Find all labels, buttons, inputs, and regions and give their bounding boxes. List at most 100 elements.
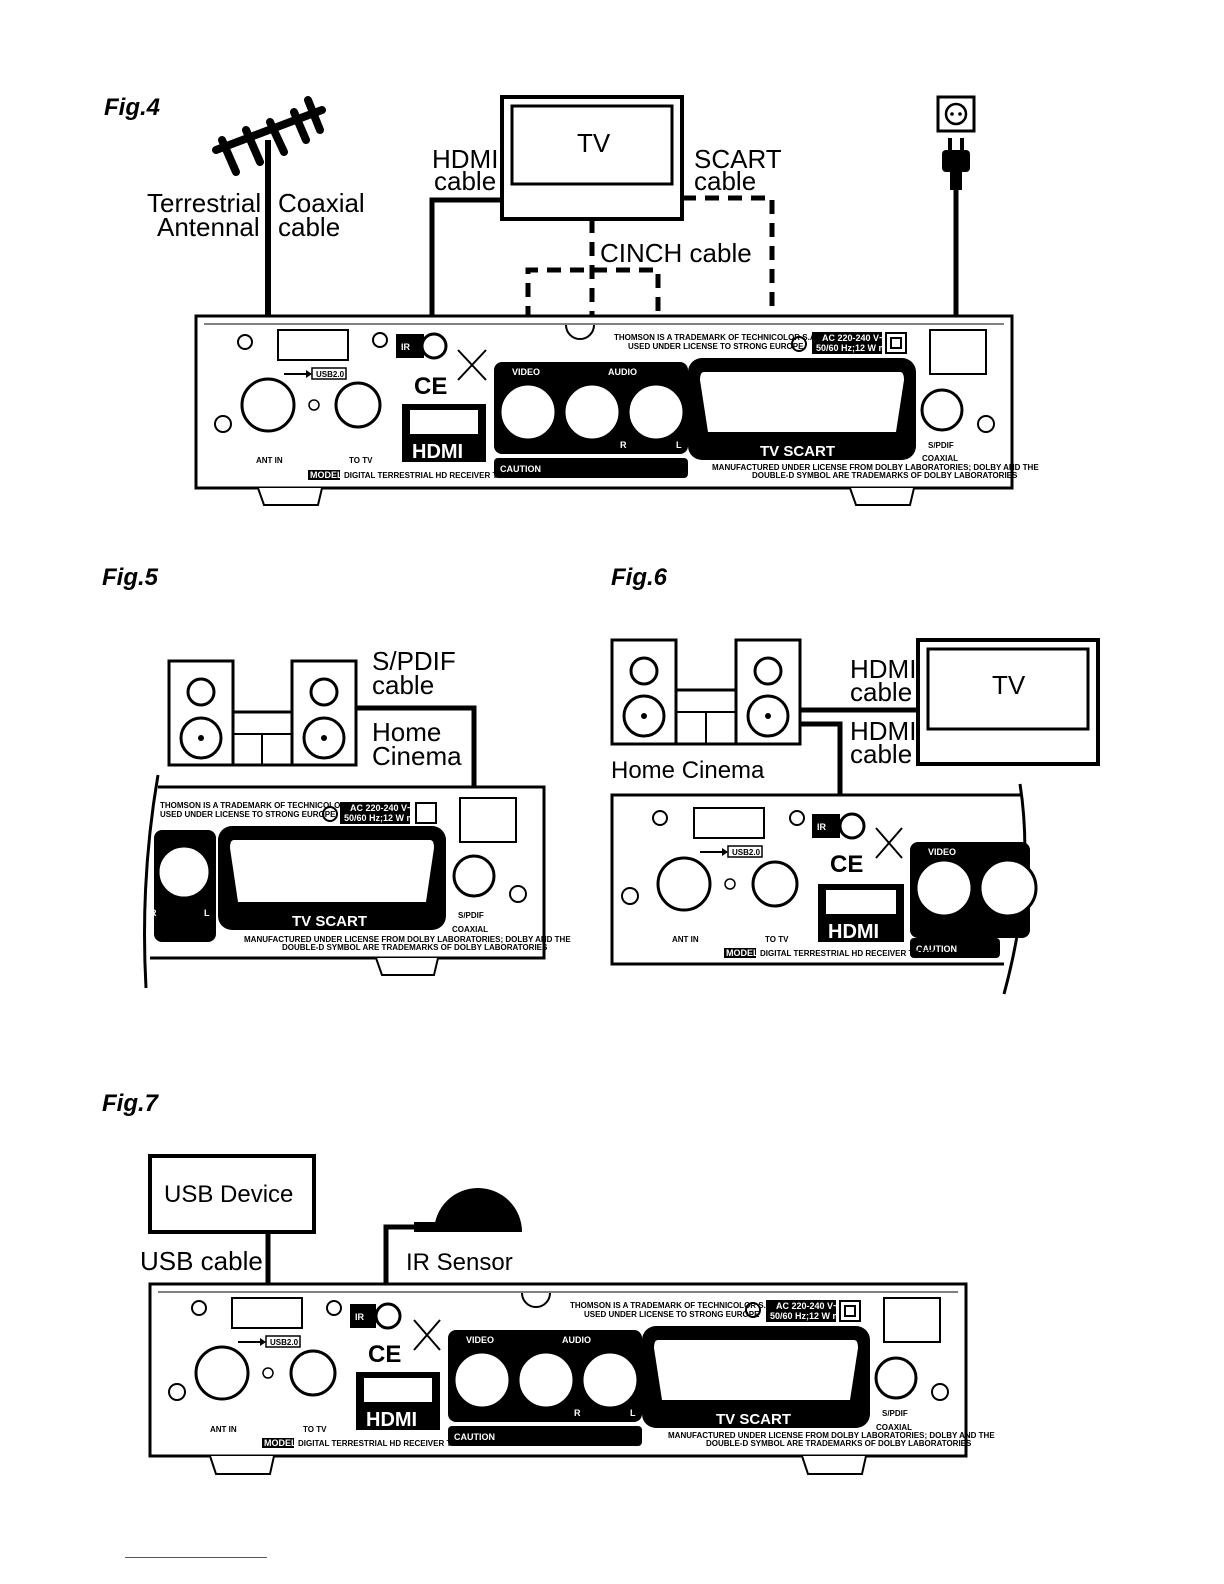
tm1-4: THOMSON IS A TRADEMARK OF TECHNICOLOR S.… <box>614 333 818 342</box>
hdmi-4: HDMI <box>412 441 463 463</box>
home-cinema-label-2: Cinema <box>372 741 462 771</box>
spdif-4: S/PDIF <box>928 441 954 450</box>
hdmi-top-label-2: cable <box>850 677 912 707</box>
receiver-panel-fig5: THOMSON IS A TRADEMARK OF TECHNICOLOR S.… <box>143 774 571 989</box>
model-name-6: DIGITAL TERRESTRIAL HD RECEIVER THT501 <box>760 949 938 958</box>
dolby1-7: MANUFACTURED UNDER LICENSE FROM DOLBY LA… <box>668 1431 995 1440</box>
dolby1-4: MANUFACTURED UNDER LICENSE FROM DOLBY LA… <box>712 463 1039 472</box>
fig6-label: Fig.6 <box>611 564 668 591</box>
tv-label-6: TV <box>992 670 1026 700</box>
r-7: R <box>574 1408 581 1418</box>
fig7: USB Device USB cable IR Sensor USB2.0 <box>140 1154 995 1475</box>
dolby2-5: DOUBLE-D SYMBOL ARE TRADEMARKS OF DOLBY … <box>282 943 548 952</box>
to-tv-7: TO TV <box>303 1425 327 1434</box>
tm1-7: THOMSON IS A TRADEMARK OF TECHNICOLOR S.… <box>570 1301 774 1310</box>
usb-cable-label: USB cable <box>140 1246 263 1276</box>
speaker-icon <box>610 638 802 746</box>
hdmi-7: HDMI <box>366 1409 417 1431</box>
usb-device-label: USB Device <box>164 1181 293 1208</box>
coaxial-4: COAXIAL <box>922 454 958 463</box>
l-7: L <box>630 1408 636 1418</box>
ce-7: CE <box>368 1341 401 1368</box>
ant-in-4: ANT IN <box>256 456 283 465</box>
ce-6: CE <box>830 851 863 878</box>
hdmi-cable-label-1: HDMI <box>432 144 498 174</box>
video-4: VIDEO <box>512 367 540 377</box>
hdmi-cable-label-2: cable <box>434 166 496 196</box>
usb-text-6: USB2.0 <box>732 848 761 857</box>
model-name-4: DIGITAL TERRESTRIAL HD RECEIVER THT501 <box>344 471 522 480</box>
fig4-label: Fig.4 <box>104 94 161 121</box>
model-6: MODEL <box>726 948 759 958</box>
l-4: L <box>676 440 682 450</box>
caution-6: CAUTION <box>916 944 957 954</box>
video-6: VIDEO <box>928 847 956 857</box>
dolby2-4: DOUBLE-D SYMBOL ARE TRADEMARKS OF DOLBY … <box>752 471 1018 480</box>
power1-7: AC 220-240 V~ <box>776 1301 838 1311</box>
power-plug-icon <box>942 138 970 190</box>
fig6: TV HDMI cable HDMI cable Home Cinema USB… <box>610 638 1100 995</box>
scart-5: TV SCART <box>292 913 367 930</box>
footer-rule <box>125 1557 267 1558</box>
ir-sensor-label: IR Sensor <box>406 1249 513 1276</box>
usb-text-4: USB2.0 <box>316 370 345 379</box>
caution-7: CAUTION <box>454 1432 495 1442</box>
dolby1-5: MANUFACTURED UNDER LICENSE FROM DOLBY LA… <box>244 935 571 944</box>
receiver-panel-fig6: USB2.0 ANT IN TO TV IR CE HDMI VIDEO CAU… <box>610 783 1038 995</box>
power2-7: 50/60 Hz;12 W max. <box>770 1311 853 1321</box>
power2-4: 50/60 Hz;12 W max. <box>816 343 899 353</box>
tv-screen-6 <box>926 647 1090 731</box>
model-7: MODEL <box>264 1438 297 1448</box>
video-7: VIDEO <box>466 1335 494 1345</box>
hdmi-bottom-label-2: cable <box>850 739 912 769</box>
hdmi-bottom-label-1: HDMI <box>850 716 916 746</box>
power2-5: 50/60 Hz;12 W max. <box>344 813 427 823</box>
usb-device-box <box>148 1154 316 1234</box>
r-4: R <box>620 440 627 450</box>
usb-text-7: USB2.0 <box>270 1338 299 1347</box>
coaxial-5: COAXIAL <box>452 925 488 934</box>
receiver-panel-fig7: USB2.0 ANT IN TO TV IR CE HDMI VIDEO AUD… <box>148 1282 995 1475</box>
receiver-panel-fig4: USB2.0 ANT IN TO TV IR CE HDMI VIDEO AUD… <box>194 314 1039 506</box>
power1-5: AC 220-240 V~ <box>350 803 412 813</box>
ir-4: IR <box>401 342 411 352</box>
speaker-icon <box>167 659 358 767</box>
scart-7: TV SCART <box>716 1411 791 1428</box>
hdmi-6: HDMI <box>828 921 879 943</box>
ce-4: CE <box>414 373 447 400</box>
scart-4: TV SCART <box>760 443 835 460</box>
tm2-7: USED UNDER LICENSE TO STRONG EUROPE <box>584 1310 760 1319</box>
ir-7: IR <box>355 1312 365 1322</box>
tm2-5: USED UNDER LICENSE TO STRONG EUROPE <box>160 810 336 819</box>
usb-icon <box>284 370 312 378</box>
fig4: Terrestrial Antennal Coaxial cable TV HD… <box>147 95 1039 506</box>
model-4: MODEL <box>310 470 343 480</box>
spdif-cable-label-1: S/PDIF <box>372 646 456 676</box>
model-name-7: DIGITAL TERRESTRIAL HD RECEIVER THT501 <box>298 1439 476 1448</box>
spdif-5: S/PDIF <box>458 911 484 920</box>
tm2-4: USED UNDER LICENSE TO STRONG EUROPE <box>628 342 804 351</box>
tv-screen <box>510 104 674 186</box>
home-cinema-6: Home Cinema <box>611 757 765 784</box>
coaxial-7: COAXIAL <box>876 1423 912 1432</box>
coaxial-label-1: Coaxial <box>278 188 365 218</box>
antenna-label-1: Terrestrial <box>147 188 261 218</box>
tv-label: TV <box>577 128 611 158</box>
power1-4: AC 220-240 V~ <box>822 333 884 343</box>
fig5-label: Fig.5 <box>102 564 159 591</box>
audio-7: AUDIO <box>562 1335 591 1345</box>
dolby2-7: DOUBLE-D SYMBOL ARE TRADEMARKS OF DOLBY … <box>706 1439 972 1448</box>
r-5: R <box>150 908 157 918</box>
fig7-label: Fig.7 <box>102 1090 159 1117</box>
ant-in-7: ANT IN <box>210 1425 237 1434</box>
spdif-7: S/PDIF <box>882 1409 908 1418</box>
to-tv-4: TO TV <box>349 456 373 465</box>
tm1-5: THOMSON IS A TRADEMARK OF TECHNICOLOR S.… <box>160 801 364 810</box>
hdmi-top-label-1: HDMI <box>850 654 916 684</box>
ir-sensor-icon <box>414 1188 522 1232</box>
caution-4: CAUTION <box>500 464 541 474</box>
fig5: S/PDIF cable Home Cinema THOMSON IS A TR… <box>143 646 571 989</box>
ir-6: IR <box>817 822 827 832</box>
usb-icon <box>700 848 728 856</box>
